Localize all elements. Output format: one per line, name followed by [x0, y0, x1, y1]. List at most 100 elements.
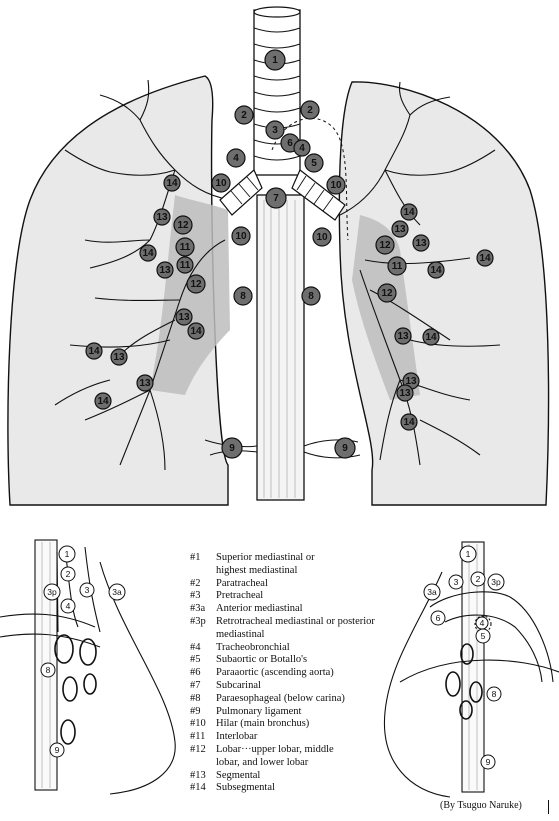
station-label: 1 — [272, 55, 278, 66]
station-circle — [459, 545, 477, 563]
station-label: 11 — [180, 260, 191, 271]
station-label: 4 — [66, 601, 71, 611]
station-circle — [475, 628, 491, 644]
legend-station-description: highest mediastinal — [216, 564, 298, 576]
station-marker-13g: 13 — [136, 374, 154, 392]
station-label: 14 — [88, 346, 100, 357]
station-circle — [153, 208, 171, 226]
station-circle — [301, 286, 321, 306]
station-marker-3: 3 — [265, 120, 285, 140]
legend-row: lobar, and lower lobar — [190, 757, 375, 770]
station-marker-12a: 12 — [173, 215, 193, 235]
legend-station-number: #1 — [190, 552, 201, 563]
station-circle — [163, 174, 181, 192]
station-label: 14 — [425, 332, 437, 343]
station-label: 10 — [235, 231, 247, 242]
station-marker-9l: 9 — [334, 437, 356, 459]
legend-station-description: Subsegmental — [216, 782, 275, 794]
station-circle — [139, 244, 157, 262]
station-marker-5: 5 — [304, 153, 324, 173]
station-marker-14f: 14 — [422, 328, 440, 346]
station-circle — [108, 583, 126, 601]
station-marker-10b: 10 — [326, 175, 346, 195]
station-label: 12 — [379, 240, 391, 251]
station-circle — [60, 566, 76, 582]
station-label: 1 — [466, 549, 471, 559]
station-circle — [293, 139, 311, 157]
station-circle — [470, 571, 486, 587]
station-label: 2 — [66, 569, 71, 579]
station-circle — [486, 686, 502, 702]
station-marker-13f: 13 — [110, 348, 128, 366]
station-marker-l1: 1 — [58, 545, 76, 563]
station-label: 11 — [180, 242, 191, 253]
legend-station-number — [190, 757, 216, 770]
station-marker-11a: 11 — [175, 237, 195, 257]
station-circle — [40, 662, 56, 678]
station-marker-8l: 8 — [301, 286, 321, 306]
station-circle — [326, 175, 346, 195]
station-label: 14 — [403, 207, 415, 218]
station-label: 6 — [436, 613, 441, 623]
station-circle — [58, 545, 76, 563]
station-marker-13j: 13 — [396, 384, 414, 402]
station-label: 13 — [399, 388, 411, 399]
legend-station-description: Superior mediastinal or — [216, 552, 315, 563]
station-circle — [312, 227, 332, 247]
station-marker-l3: 3 — [79, 582, 95, 598]
station-label: 8 — [492, 689, 497, 699]
station-label: 14 — [190, 326, 202, 337]
station-circle — [175, 237, 195, 257]
station-circle — [400, 203, 418, 221]
station-label: 4 — [233, 153, 239, 164]
station-marker-1: 1 — [264, 49, 286, 71]
legend-station-description: Paraaortic (ascending aorta) — [216, 667, 334, 679]
station-label: 9 — [229, 443, 235, 454]
station-circle — [110, 348, 128, 366]
station-circle — [79, 582, 95, 598]
main-bronchi — [219, 169, 346, 221]
station-marker-14h: 14 — [187, 322, 205, 340]
station-circle — [186, 274, 206, 294]
station-marker-4r: 4 — [226, 148, 246, 168]
esophagus — [256, 194, 305, 501]
station-label: 3 — [454, 577, 459, 587]
station-marker-11b: 11 — [176, 256, 194, 274]
station-label: 13 — [178, 312, 190, 323]
station-marker-r6: 6 — [430, 610, 446, 626]
station-marker-14d: 14 — [476, 249, 494, 267]
legend-station-description: Paratracheal — [216, 577, 268, 589]
legend-station-number: #7 — [190, 679, 201, 691]
station-marker-14b: 14 — [139, 244, 157, 262]
station-label: 1 — [65, 549, 70, 559]
station-label: 14 — [97, 396, 109, 407]
station-marker-14e: 14 — [427, 261, 445, 279]
station-circle — [427, 261, 445, 279]
station-label: 3p — [491, 577, 501, 587]
station-label: 12 — [177, 220, 189, 231]
legend-station-description: lobar, and lower lobar — [216, 756, 309, 768]
legend-station-number: #5 — [190, 654, 201, 666]
station-label: 13 — [113, 352, 125, 363]
legend-station-number: #14 — [190, 782, 206, 794]
station-label: 8 — [46, 665, 51, 675]
station-marker-r9: 9 — [480, 754, 496, 770]
station-circle — [176, 256, 194, 274]
credit-divider — [548, 800, 549, 814]
station-label: 9 — [55, 745, 60, 755]
station-marker-8r: 8 — [233, 286, 253, 306]
legend-row: mediastinal — [190, 629, 375, 642]
station-marker-13b: 13 — [156, 261, 174, 279]
station-marker-12b: 12 — [186, 274, 206, 294]
legend-station-number — [190, 565, 216, 578]
station-label: 13 — [159, 265, 171, 276]
station-label: 14 — [166, 178, 178, 189]
station-circle — [448, 574, 464, 590]
